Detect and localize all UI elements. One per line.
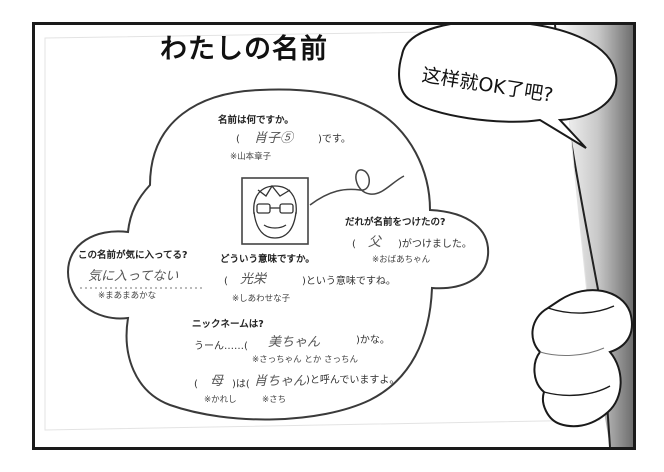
name-close: )です。: [318, 134, 351, 145]
call-note-1: ※かれし: [204, 395, 237, 405]
meaning-note: ※しあわせな子: [232, 294, 291, 304]
meaning-open: (: [224, 276, 228, 287]
call-mid: )は(: [232, 379, 250, 390]
nick-note: ※さっちゃん とか さっちん: [252, 355, 359, 365]
call-who: 母: [210, 374, 224, 389]
who-open: (: [352, 239, 356, 250]
who-close: )がつけました。: [398, 239, 472, 250]
nick-close: )かな。: [356, 335, 390, 346]
meaning-close: )という意味ですね。: [302, 276, 396, 287]
name-note: ※山本章子: [230, 152, 272, 162]
name-answer: 肖子⑤: [254, 131, 294, 146]
speech-bubble-shape: [398, 25, 618, 149]
question-nickname: ニックネームは?: [192, 319, 264, 330]
like-note: ※まあまあかな: [98, 291, 157, 301]
name-open: (: [236, 134, 240, 145]
portrait-drawing: [253, 184, 297, 239]
question-name: 名前は何ですか。: [218, 115, 294, 126]
who-note: ※おばあちゃん: [372, 255, 431, 265]
question-meaning: どういう意味ですか。: [220, 254, 315, 265]
call-open: (: [194, 379, 198, 390]
call-note-2: ※さち: [262, 395, 287, 405]
call-close: )と呼んでいますよ。: [306, 375, 400, 386]
squiggle-line: [309, 169, 405, 206]
portrait-frame: [241, 177, 309, 245]
worksheet-title: わたしの名前: [160, 34, 328, 65]
question-who-named: だれが名前をつけたの?: [345, 217, 446, 228]
meaning-answer: 光栄: [240, 272, 267, 287]
call-name: 肖ちゃん: [254, 374, 307, 389]
question-like: この名前が気に入ってる?: [78, 250, 188, 261]
who-answer: 父: [368, 235, 382, 250]
nick-prefix: うーん……(: [194, 341, 248, 352]
worksheet-border: [66, 88, 490, 421]
nick-answer: 美ちゃん: [268, 335, 321, 350]
hand-thumb: [531, 289, 633, 428]
like-answer: 気に入ってない: [88, 269, 179, 284]
